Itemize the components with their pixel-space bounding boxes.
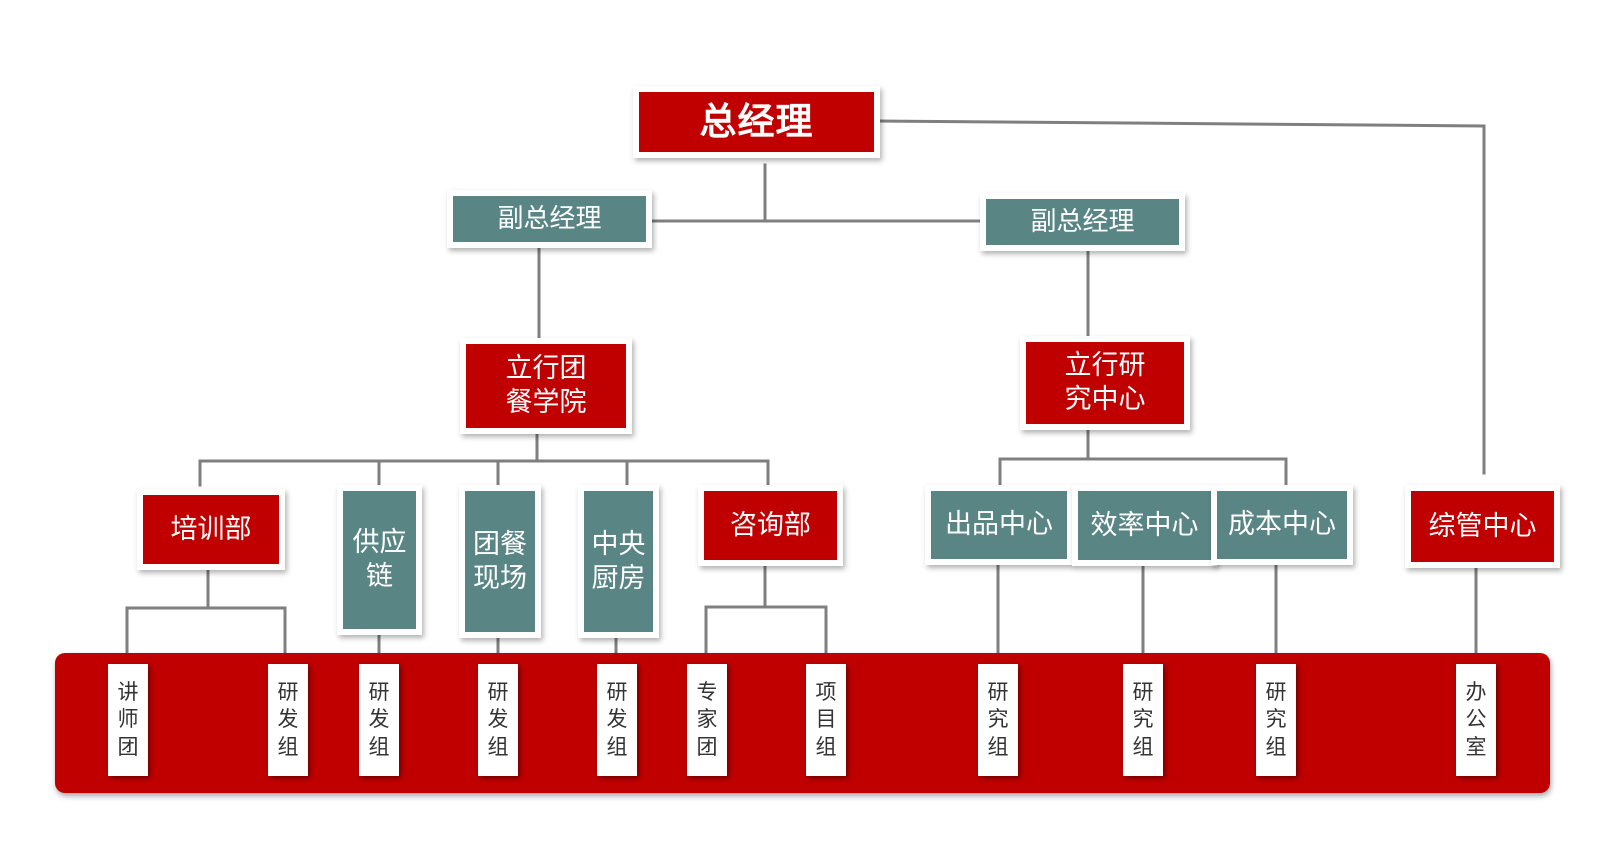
connector-training-groups bbox=[125, 568, 287, 666]
cost-center-box: 成本中心 bbox=[1211, 485, 1353, 565]
group-supply-rnd: 研 发 组 bbox=[359, 664, 399, 776]
group-expert: 专 家 团 bbox=[687, 664, 727, 776]
research-center-box: 立行研 究中心 bbox=[1020, 336, 1190, 430]
connector-academy-departments bbox=[198, 432, 770, 487]
supply-chain-box: 供应 链 bbox=[337, 485, 422, 635]
consulting-dept-box: 咨询部 bbox=[698, 485, 843, 566]
ceo-box: 总经理 bbox=[633, 86, 880, 158]
training-dept-box: 培训部 bbox=[137, 489, 285, 570]
deputy-left-box: 副总经理 bbox=[447, 190, 652, 248]
group-kitchen-rnd: 研 发 组 bbox=[597, 664, 637, 776]
output-center-box: 出品中心 bbox=[925, 485, 1073, 565]
connector-ceo-deputies bbox=[648, 163, 982, 223]
group-project: 项 目 组 bbox=[806, 664, 846, 776]
group-site-rnd: 研 发 组 bbox=[478, 664, 518, 776]
group-efficiency-research: 研 究 组 bbox=[1123, 664, 1163, 776]
academy-box: 立行团 餐学院 bbox=[460, 338, 632, 434]
group-office: 办 公 室 bbox=[1456, 664, 1496, 776]
catering-site-box: 团餐 现场 bbox=[459, 485, 541, 638]
connector-research-centers bbox=[998, 428, 1288, 487]
deputy-right-box: 副总经理 bbox=[980, 193, 1185, 251]
connector-ceo-admin bbox=[878, 119, 1486, 475]
group-output-research: 研 究 组 bbox=[978, 664, 1018, 776]
group-training-rnd: 研 发 组 bbox=[268, 664, 308, 776]
connector-consulting-groups bbox=[704, 564, 828, 666]
efficiency-center-box: 效率中心 bbox=[1072, 485, 1217, 566]
group-cost-research: 研 究 组 bbox=[1256, 664, 1296, 776]
group-lecturer: 讲 师 团 bbox=[108, 664, 148, 776]
central-kitchen-box: 中央 厨房 bbox=[578, 485, 659, 638]
admin-center-box: 综管中心 bbox=[1405, 485, 1560, 568]
